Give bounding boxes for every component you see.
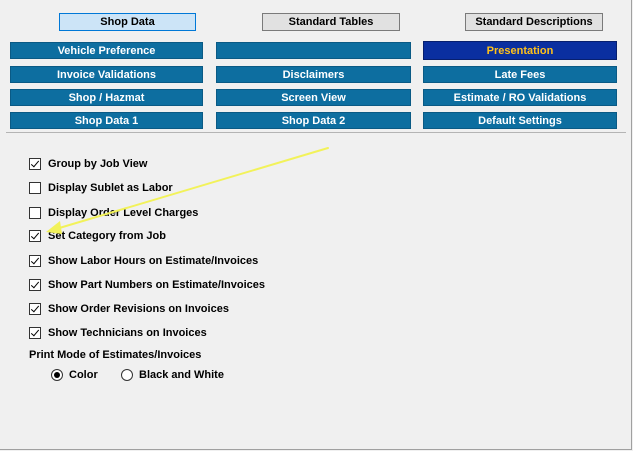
option-display-sublet-as-labor[interactable]: Display Sublet as Labor (29, 181, 173, 195)
option-label: Show Labor Hours on Estimate/Invoices (48, 255, 259, 267)
nav-presentation[interactable]: Presentation (423, 41, 617, 60)
tab-shop-data[interactable]: Shop Data (59, 13, 196, 31)
option-label: Set Category from Job (48, 230, 166, 242)
checkbox[interactable] (29, 303, 41, 315)
option-display-order-level-charges[interactable]: Display Order Level Charges (29, 206, 198, 220)
option-label: Display Order Level Charges (48, 207, 199, 219)
checkbox[interactable] (29, 182, 41, 194)
nav-default-settings[interactable]: Default Settings (423, 112, 617, 129)
checkbox[interactable] (29, 279, 41, 291)
section-divider (6, 132, 626, 133)
nav-shop-data-1[interactable]: Shop Data 1 (10, 112, 203, 129)
tab-standard-tables[interactable]: Standard Tables (262, 13, 400, 31)
nav-disclaimers[interactable]: Disclaimers (216, 66, 411, 83)
option-show-labor-hours[interactable]: Show Labor Hours on Estimate/Invoices (29, 254, 258, 268)
radio-label: Color (69, 369, 98, 381)
option-label: Show Technicians on Invoices (48, 327, 207, 339)
option-label: Display Sublet as Labor (48, 182, 173, 194)
print-mode-label: Print Mode of Estimates/Invoices (29, 349, 202, 361)
option-label: Show Part Numbers on Estimate/Invoices (48, 279, 266, 291)
nav-late-fees[interactable]: Late Fees (423, 66, 617, 83)
radio-color[interactable]: Color (51, 368, 98, 382)
option-group-by-job-view[interactable]: Group by Job View (29, 157, 147, 171)
nav-shop-data-2[interactable]: Shop Data 2 (216, 112, 411, 129)
nav-vehicle-preference[interactable]: Vehicle Preference (10, 42, 203, 59)
radio-label: Black and White (139, 369, 224, 381)
nav-estimate-ro-validations[interactable]: Estimate / RO Validations (423, 89, 617, 106)
option-show-order-revisions[interactable]: Show Order Revisions on Invoices (29, 302, 229, 316)
checkbox[interactable] (29, 255, 41, 267)
radio-black-and-white[interactable]: Black and White (121, 368, 224, 382)
option-label: Group by Job View (48, 158, 148, 170)
tab-standard-descriptions[interactable]: Standard Descriptions (465, 13, 603, 31)
option-set-category-from-job[interactable]: Set Category from Job (29, 229, 166, 243)
nav-blank[interactable] (216, 42, 411, 59)
checkbox[interactable] (29, 207, 41, 219)
checkbox[interactable] (29, 158, 41, 170)
checkbox[interactable] (29, 327, 41, 339)
checkbox[interactable] (29, 230, 41, 242)
radio-button[interactable] (121, 369, 133, 381)
option-show-part-numbers[interactable]: Show Part Numbers on Estimate/Invoices (29, 278, 265, 292)
nav-invoice-validations[interactable]: Invoice Validations (10, 66, 203, 83)
option-show-technicians[interactable]: Show Technicians on Invoices (29, 326, 207, 340)
radio-button[interactable] (51, 369, 63, 381)
nav-shop-hazmat[interactable]: Shop / Hazmat (10, 89, 203, 106)
nav-screen-view[interactable]: Screen View (216, 89, 411, 106)
option-label: Show Order Revisions on Invoices (48, 303, 229, 315)
